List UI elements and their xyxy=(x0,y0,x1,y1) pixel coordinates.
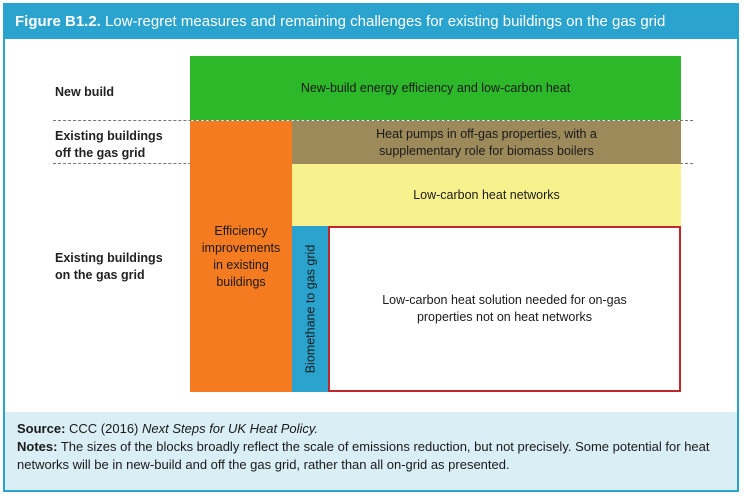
source-label: Source: xyxy=(17,421,66,436)
notes-line: Notes: The sizes of the blocks broadly r… xyxy=(17,438,727,474)
heat-networks-block: Low-carbon heat networks xyxy=(292,164,681,226)
biomethane-label: Biomethane to gas grid xyxy=(303,244,317,374)
notes-label: Notes: xyxy=(17,439,58,454)
needed-solution-block: Low-carbon heat solution needed for on-g… xyxy=(328,226,681,392)
notes-text: The sizes of the blocks broadly reflect … xyxy=(17,439,710,472)
biomethane-block: Biomethane to gas grid xyxy=(292,226,328,392)
source-title: Next Steps for UK Heat Policy. xyxy=(142,421,319,436)
row-label-new-build: New build xyxy=(55,85,115,99)
figure-label: Figure B1.2. xyxy=(15,13,101,30)
efficiency-existing-block: Efficiency improvements in existing buil… xyxy=(190,121,292,392)
figure-title: Low-regret measures and remaining challe… xyxy=(105,13,666,30)
source-text: CCC (2016) xyxy=(69,421,142,436)
source-line: Source: CCC (2016) Next Steps for UK Hea… xyxy=(17,420,727,438)
row-divider-top xyxy=(53,120,693,121)
row-label-off-grid: Existing buildings off the gas grid xyxy=(55,129,163,160)
figure-frame: Figure B1.2. Low-regret measures and rem… xyxy=(3,3,739,492)
figure-footer: Source: CCC (2016) Next Steps for UK Hea… xyxy=(5,412,737,490)
new-build-block: New-build energy efficiency and low-carb… xyxy=(190,56,681,120)
figure-header: Figure B1.2. Low-regret measures and rem… xyxy=(5,5,737,39)
heat-pumps-block: Heat pumps in off-gas properties, with a… xyxy=(292,121,681,164)
row-label-on-grid: Existing buildings on the gas grid xyxy=(55,251,163,282)
